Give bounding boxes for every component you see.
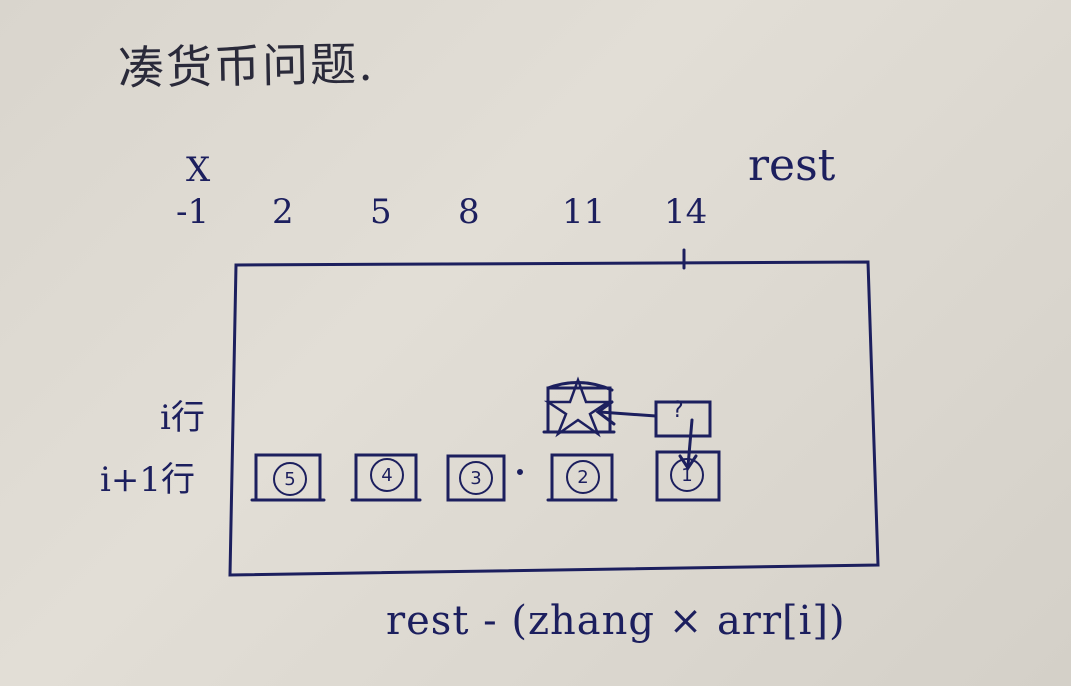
rest-axis-label: rest	[748, 140, 836, 191]
invalid-mark: X	[186, 150, 211, 190]
tick-label: 2	[272, 192, 294, 232]
tick-label: 8	[458, 192, 480, 232]
unknown-cell	[654, 400, 712, 438]
cell-number: 2	[566, 460, 600, 494]
tick-label: 5	[370, 192, 392, 232]
row-label-i-plus-1: i+1行	[100, 460, 195, 500]
tick-label: 14	[664, 192, 708, 232]
unknown-mark: ?	[672, 398, 684, 423]
table-box	[228, 260, 880, 577]
cell-1	[655, 450, 721, 502]
cell-number: 1	[670, 458, 704, 492]
star-icon	[543, 376, 613, 438]
cell-3	[446, 454, 506, 502]
cell-number: 4	[370, 458, 404, 492]
formula: rest - (zhang × arr[i])	[386, 598, 846, 644]
cell-number: 5	[273, 462, 307, 496]
row-label-i: i行	[160, 398, 205, 438]
tick-label: 11	[562, 192, 606, 232]
cell-number: 3	[459, 461, 493, 495]
tick-label: -1	[176, 192, 210, 232]
left-arrow	[598, 410, 658, 418]
